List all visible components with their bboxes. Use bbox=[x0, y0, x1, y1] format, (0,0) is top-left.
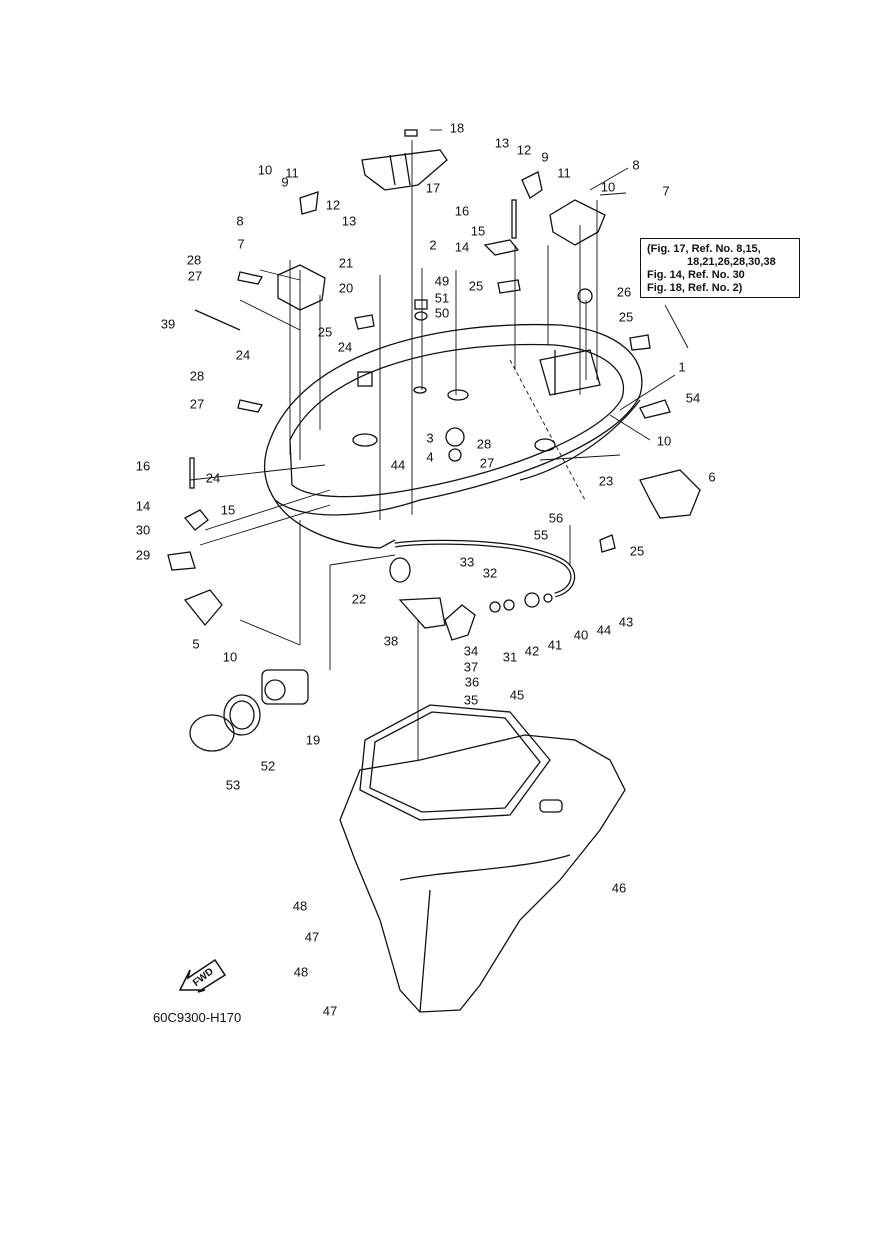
callout-number: 10 bbox=[600, 179, 616, 195]
callout-number: 13 bbox=[494, 135, 510, 151]
callout-number: 7 bbox=[237, 236, 245, 252]
diagram-code: 60C9300-H170 bbox=[153, 1010, 242, 1025]
callout-number: 44 bbox=[390, 457, 406, 473]
callout-number: 40 bbox=[573, 627, 589, 643]
callout-number: 46 bbox=[611, 880, 627, 896]
callout-number: 25 bbox=[629, 543, 645, 559]
callout-number: 37 bbox=[463, 659, 479, 675]
callout-number: 11 bbox=[285, 165, 299, 181]
callout-number: 49 bbox=[434, 273, 450, 289]
callout-number: 14 bbox=[454, 239, 470, 255]
callout-number: 48 bbox=[292, 898, 308, 914]
callout-number: 43 bbox=[618, 614, 634, 630]
lower-apron bbox=[339, 704, 626, 1013]
callout-number: 10 bbox=[656, 433, 672, 449]
callout-number: 6 bbox=[708, 469, 716, 485]
callout-number: 12 bbox=[325, 197, 341, 213]
callout-number: 45 bbox=[509, 687, 525, 703]
callout-number: 53 bbox=[225, 777, 241, 793]
hardware-parts bbox=[167, 129, 701, 752]
callout-number: 17 bbox=[425, 180, 441, 196]
callout-number: 29 bbox=[135, 547, 151, 563]
callout-number: 47 bbox=[304, 929, 320, 945]
callout-number: 4 bbox=[426, 449, 434, 465]
callout-number: 52 bbox=[260, 758, 276, 774]
callout-number: 5 bbox=[192, 636, 200, 652]
callout-number: 38 bbox=[383, 633, 399, 649]
note-line-2: 18,21,26,28,30,38 bbox=[687, 256, 776, 268]
callout-number: 31 bbox=[502, 649, 518, 665]
callout-number: 51 bbox=[434, 290, 450, 306]
callout-number: 23 bbox=[598, 473, 614, 489]
callout-number: 14 bbox=[135, 498, 151, 514]
callout-number: 44 bbox=[596, 622, 612, 638]
note-line-1: (Fig. 17, Ref. No. 8,15, bbox=[647, 243, 761, 255]
callout-number: 48 bbox=[293, 964, 309, 980]
callout-number: 33 bbox=[459, 554, 475, 570]
callout-number: 55 bbox=[533, 527, 549, 543]
callout-number: 21 bbox=[338, 255, 354, 271]
callout-number: 32 bbox=[482, 565, 498, 581]
callout-number: 16 bbox=[454, 203, 470, 219]
callout-number: 10 bbox=[222, 649, 238, 665]
bottom-cowling bbox=[263, 323, 643, 549]
callout-number: 3 bbox=[426, 430, 434, 446]
callout-number: 15 bbox=[470, 223, 486, 239]
note-line-3: Fig. 14, Ref. No. 30 bbox=[647, 269, 745, 281]
callout-number: 27 bbox=[187, 268, 203, 284]
callout-number: 25 bbox=[317, 324, 333, 340]
callout-number: 26 bbox=[616, 284, 632, 300]
callout-number: 41 bbox=[547, 637, 563, 653]
callout-number: 8 bbox=[236, 213, 244, 229]
callout-number: 28 bbox=[186, 252, 202, 268]
callout-number: 42 bbox=[524, 643, 540, 659]
callout-number: 2 bbox=[429, 237, 437, 253]
callout-number: 24 bbox=[205, 470, 221, 486]
callout-number: 50 bbox=[434, 305, 450, 321]
callout-number: 7 bbox=[662, 183, 670, 199]
callout-number: 15 bbox=[220, 502, 236, 518]
callout-number: 56 bbox=[548, 510, 564, 526]
callout-number: 20 bbox=[338, 280, 354, 296]
callout-number: 8 bbox=[632, 157, 640, 173]
callout-number: 16 bbox=[135, 458, 151, 474]
reference-note: (Fig. 17, Ref. No. 8,15, 18,21,26,28,30,… bbox=[640, 238, 800, 298]
callout-number: 22 bbox=[351, 591, 367, 607]
callout-number: 24 bbox=[235, 347, 251, 363]
callout-number: 10 bbox=[257, 162, 273, 178]
callout-number: 11 bbox=[557, 165, 571, 181]
note-line-4: Fig. 18, Ref. No. 2) bbox=[647, 282, 743, 294]
callout-number: 27 bbox=[479, 455, 495, 471]
callout-number: 24 bbox=[337, 339, 353, 355]
callout-number: 36 bbox=[464, 674, 480, 690]
callout-number: 1 bbox=[678, 359, 686, 375]
callout-number: 28 bbox=[189, 368, 205, 384]
callout-number: 25 bbox=[618, 309, 634, 325]
callout-number: 12 bbox=[516, 142, 532, 158]
callout-number: 27 bbox=[189, 396, 205, 412]
leader-lines bbox=[189, 129, 689, 760]
callout-number: 35 bbox=[463, 692, 479, 708]
callout-number: 54 bbox=[685, 390, 701, 406]
callout-number: 9 bbox=[541, 149, 549, 165]
callout-number: 19 bbox=[305, 732, 321, 748]
callout-number: 13 bbox=[341, 213, 357, 229]
callout-number: 34 bbox=[463, 643, 479, 659]
callout-number: 39 bbox=[160, 316, 176, 332]
callout-number: 30 bbox=[135, 522, 151, 538]
callout-number: 47 bbox=[322, 1003, 338, 1019]
callout-number: 18 bbox=[449, 120, 465, 136]
callout-number: 28 bbox=[476, 436, 492, 452]
fwd-arrow-icon bbox=[178, 958, 227, 993]
callout-number: 25 bbox=[468, 278, 484, 294]
callout-number: 9 bbox=[281, 174, 289, 190]
